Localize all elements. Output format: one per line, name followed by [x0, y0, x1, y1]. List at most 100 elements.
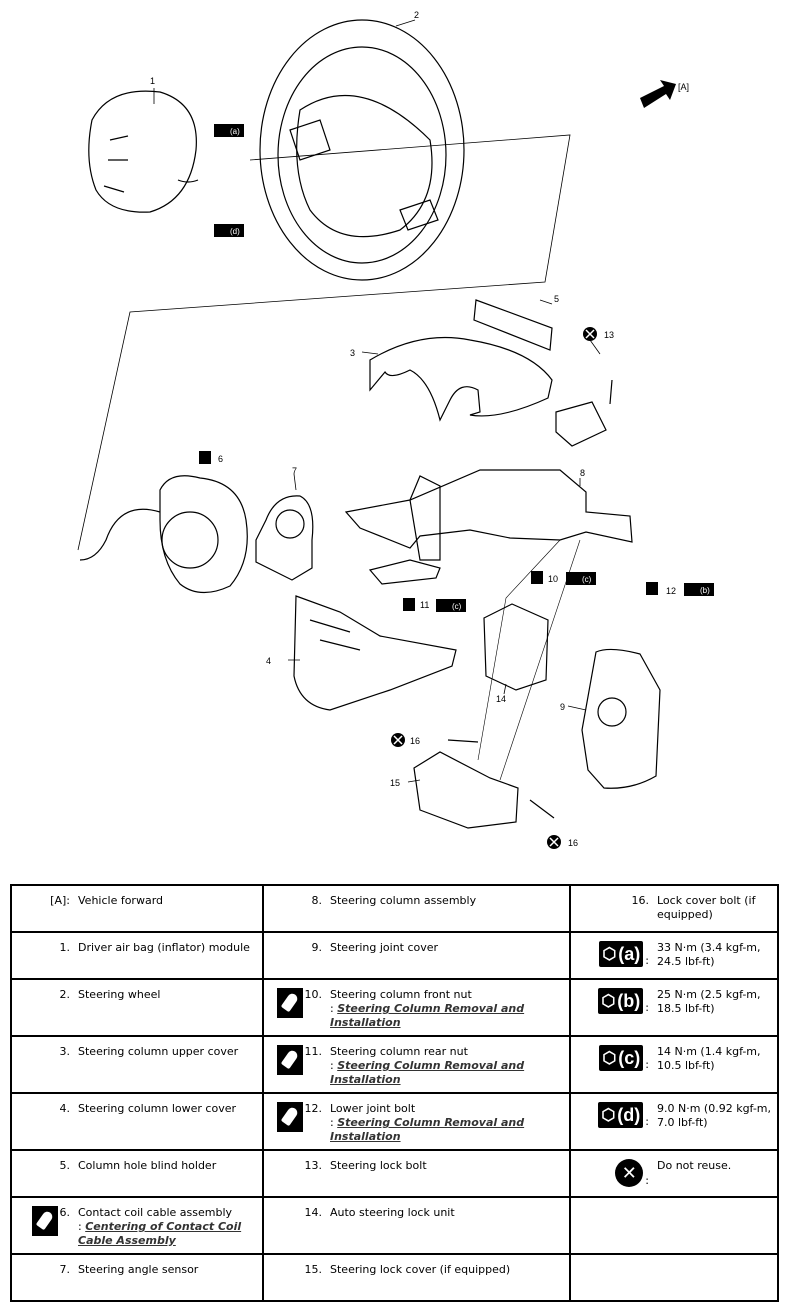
- grease-icon: [276, 1045, 303, 1075]
- legend-item-number: [A]:: [50, 894, 70, 907]
- grease-icon: [403, 598, 415, 611]
- callout-15: 15: [390, 778, 400, 788]
- legend-item-text: Lock cover bolt (if equipped): [657, 894, 756, 921]
- do-not-reuse-icon: ✕: [615, 1159, 644, 1187]
- legend-item-text: Steering column lower cover: [78, 1102, 236, 1115]
- svg-text:(c): (c): [452, 602, 462, 611]
- legend-cell: 10.Steering column front nut: Steering C…: [262, 978, 571, 1037]
- contact-coil: [159, 475, 248, 594]
- grease-icon: [199, 451, 211, 464]
- legend-row: [A]: Vehicle forward 8. Steering column ass…: [10, 884, 779, 933]
- callout-16: 16: [410, 736, 420, 746]
- callout-5: 5: [554, 294, 559, 304]
- legend-item-text: Steering column upper cover: [78, 1045, 239, 1058]
- legend-item-number: 10.: [304, 988, 323, 1001]
- legend-marker: ⬡(b):: [571, 988, 657, 1014]
- legend-item-text: Steering wheel: [78, 988, 161, 1001]
- legend-item-text: Steering joint cover: [330, 941, 439, 954]
- legend-item-text: Steering column front nut: [330, 988, 472, 1001]
- legend-marker: 6.: [12, 1206, 78, 1236]
- grease-icon: [276, 988, 303, 1018]
- legend-item-number: 9.: [311, 941, 323, 954]
- do-not-reuse-icon: [583, 327, 597, 341]
- grease-icon: [31, 1206, 58, 1236]
- legend-marker: [A]:: [12, 894, 78, 907]
- legend-item-number: 8.: [311, 894, 323, 907]
- torque-badge-d: (d): [214, 224, 244, 237]
- legend-item-text: Auto steering lock unit: [330, 1206, 455, 1219]
- procedure-link[interactable]: Steering Column Removal and Installation: [330, 1002, 525, 1029]
- callout-1: 1: [150, 76, 155, 86]
- legend-cell: 12.Lower joint bolt: Steering Column Rem…: [262, 1092, 571, 1151]
- callout-6: 6: [218, 454, 223, 464]
- legend-cell: 9. Steering joint cover: [262, 931, 571, 980]
- legend-cell: 16.Lock cover bolt (if equipped): [569, 884, 779, 933]
- callout-14: 14: [496, 694, 506, 704]
- legend-cell: [A]: Vehicle forward: [10, 884, 264, 933]
- legend-marker: ⬡(a):: [571, 941, 657, 967]
- blind-holder: [473, 299, 553, 351]
- legend-cell: 13.Steering lock bolt: [262, 1149, 571, 1198]
- legend-row: 5. Column hole blind holder 13.Steering lo…: [10, 1149, 779, 1198]
- legend-item-text: 14 N·m (1.4 kgf-m, 10.5 lbf-ft): [657, 1045, 761, 1072]
- legend-item-text: Contact coil cable assembly: [78, 1206, 233, 1219]
- joint-cover: [581, 648, 661, 789]
- legend-row: 6.Contact coil cable assembly: Centering…: [10, 1196, 779, 1255]
- torque-badge-icon: ⬡(a): [599, 941, 644, 967]
- do-not-reuse-icon: [391, 733, 405, 747]
- legend-item-text: Steering column assembly: [330, 894, 477, 907]
- callout-2: 2: [414, 10, 419, 20]
- legend-marker: 12.: [264, 1102, 330, 1132]
- legend-cell: [569, 1196, 779, 1255]
- grease-icon: [276, 1102, 303, 1132]
- legend-row: 3. Steering column upper cover 11.Steering…: [10, 1035, 779, 1094]
- procedure-link[interactable]: Steering Column Removal and Installation: [330, 1116, 525, 1143]
- svg-text:(c): (c): [582, 575, 592, 584]
- legend-cell: 6.Contact coil cable assembly: Centering…: [10, 1196, 264, 1255]
- legend-item-number: 7.: [59, 1263, 71, 1276]
- legend-item-number: 14.: [304, 1206, 323, 1219]
- torque-badge-c: (c): [436, 599, 466, 612]
- legend-marker: 7.: [12, 1263, 78, 1276]
- callout-9: 9: [560, 702, 565, 712]
- legend-item-number: 1.: [59, 941, 71, 954]
- legend-item-number: 5.: [59, 1159, 71, 1172]
- legend-cell: ⬡(c):14 N·m (1.4 kgf-m, 10.5 lbf-ft): [569, 1035, 779, 1094]
- legend-marker: 1.: [12, 941, 78, 954]
- legend-cell: 8. Steering column assembly: [262, 884, 571, 933]
- legend-item-text: 25 N·m (2.5 kgf-m, 18.5 lbf-ft): [657, 988, 761, 1015]
- legend-item-text: 9.0 N·m (0.92 kgf-m, 7.0 lbf-ft): [657, 1102, 772, 1129]
- legend-item-text: Vehicle forward: [78, 894, 164, 907]
- legend-cell: 5. Column hole blind holder: [10, 1149, 264, 1198]
- legend-marker: 11.: [264, 1045, 330, 1075]
- procedure-link[interactable]: Centering of Contact Coil Cable Assembly: [78, 1220, 242, 1247]
- torque-badge-a: (a): [214, 124, 244, 137]
- callout-forward: [A]: [678, 82, 689, 92]
- legend-item-text: Do not reuse.: [657, 1159, 732, 1172]
- legend-item-text: Driver air bag (inflator) module: [78, 941, 250, 954]
- parts-legend-table: [A]: Vehicle forward 8. Steering column ass…: [10, 884, 779, 1302]
- legend-item-number: 15.: [304, 1263, 323, 1276]
- air-bag-module: [88, 90, 197, 213]
- legend-item-text: Lower joint bolt: [330, 1102, 416, 1115]
- legend-marker: ✕:: [571, 1159, 657, 1187]
- callout-8: 8: [580, 468, 585, 478]
- lock-cover: [413, 751, 519, 829]
- legend-item-text: 33 N·m (3.4 kgf-m, 24.5 lbf-ft): [657, 941, 761, 968]
- callout-12: 12: [666, 586, 676, 596]
- legend-item-text: Steering lock cover (if equipped): [330, 1263, 511, 1276]
- lower-cover: [293, 595, 457, 711]
- legend-item-text: Column hole blind holder: [78, 1159, 217, 1172]
- legend-marker: 4.: [12, 1102, 78, 1115]
- legend-item-number: 6.: [59, 1206, 71, 1219]
- callout-13: 13: [604, 330, 614, 340]
- legend-cell: ⬡(d):9.0 N·m (0.92 kgf-m, 7.0 lbf-ft): [569, 1092, 779, 1151]
- procedure-link[interactable]: Steering Column Removal and Installation: [330, 1059, 525, 1086]
- legend-item-number: 3.: [59, 1045, 71, 1058]
- auto-lock-unit: [483, 603, 549, 691]
- legend-cell: ⬡(a):33 N·m (3.4 kgf-m, 24.5 lbf-ft): [569, 931, 779, 980]
- legend-cell: 14. Auto steering lock unit: [262, 1196, 571, 1255]
- svg-text:(b): (b): [700, 586, 710, 595]
- torque-badge-icon: ⬡(c): [599, 1045, 644, 1071]
